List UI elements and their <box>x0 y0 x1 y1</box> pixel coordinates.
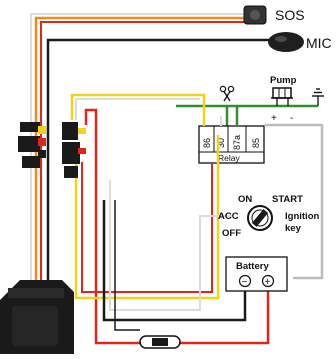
ignition-on-label: ON <box>238 194 252 205</box>
sos-button-icon <box>243 5 267 25</box>
wire-relay-85 <box>74 135 220 300</box>
pump-plus-label: + <box>271 113 277 124</box>
battery <box>225 256 288 292</box>
relay-pin-86: 86 <box>202 138 212 148</box>
relay-pin-87a: 87a <box>232 135 242 150</box>
fuse-icon <box>139 335 181 349</box>
battery-negative-terminal: − <box>238 274 252 288</box>
ignition-key-icon <box>247 205 273 231</box>
sos-label: SOS <box>275 7 305 23</box>
mic-label: MIC <box>306 35 332 51</box>
gray-frame <box>265 123 324 280</box>
cut-wire-icon <box>219 85 235 102</box>
relay-pin-30: 30 <box>216 138 226 148</box>
relay <box>198 125 265 164</box>
pump-label: Pump <box>270 75 297 86</box>
battery-plus-label: + <box>265 277 271 288</box>
wire-acc <box>109 180 232 331</box>
relay-label: Relay <box>218 153 240 163</box>
battery-label: Battery <box>236 261 269 272</box>
battery-minus-label: − <box>242 277 248 288</box>
pump-power-line <box>176 104 318 127</box>
wire-relay-86 <box>70 93 206 126</box>
pump-minus-label: - <box>290 113 293 124</box>
tracker-device-icon <box>0 280 74 354</box>
wire-battery-negative <box>102 200 247 322</box>
wire-battery-positive <box>84 108 270 345</box>
ignition-acc-label: ACC <box>218 211 239 222</box>
connector-icon <box>18 122 86 178</box>
pump-icon <box>271 87 293 106</box>
microphone-icon <box>268 32 304 52</box>
ignition-start-label: START <box>272 194 303 205</box>
relay-pin-85: 85 <box>251 138 261 148</box>
ignition-title: Ignition <box>285 211 319 222</box>
ignition-title-line2: key <box>285 223 302 234</box>
wire-sos <box>30 13 250 285</box>
wire-mic <box>46 38 270 285</box>
ground-icon <box>312 88 324 106</box>
battery-positive-terminal: + <box>261 274 275 288</box>
ignition-off-label: OFF <box>222 228 241 239</box>
